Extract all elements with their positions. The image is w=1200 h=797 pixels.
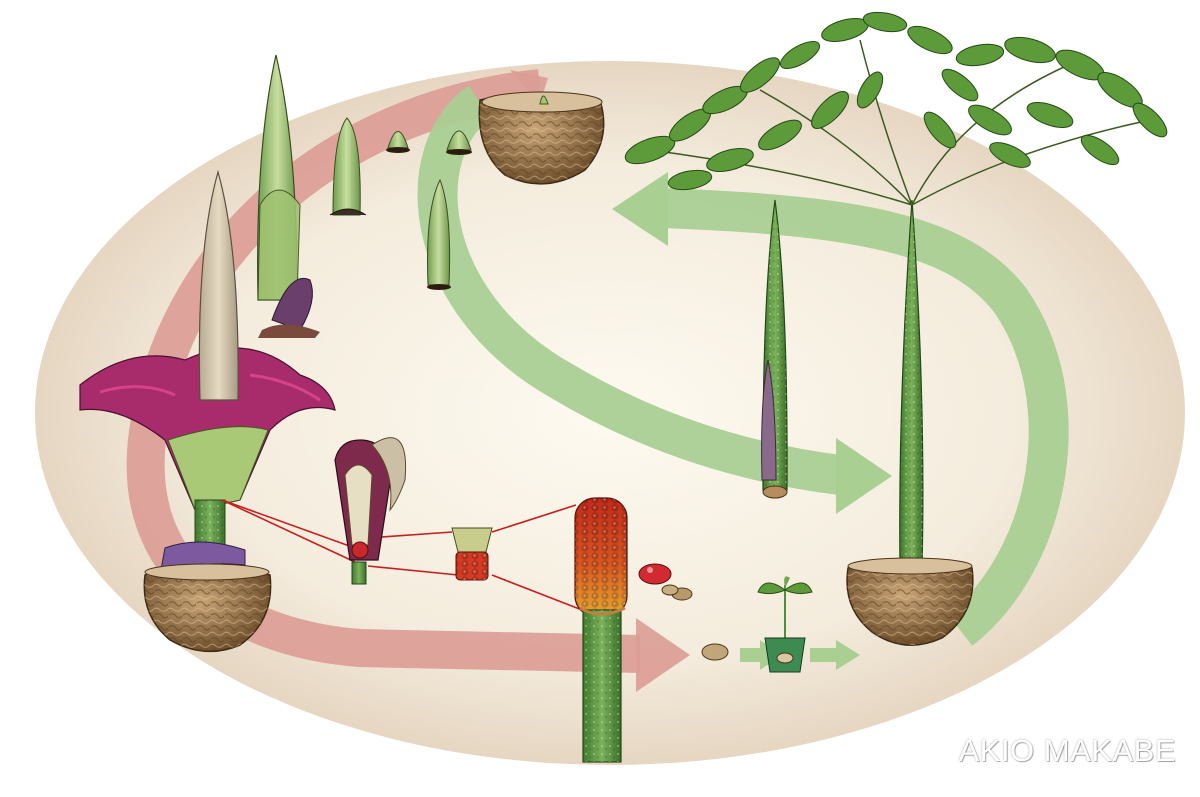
corm-icon [846, 557, 974, 646]
flowering-cycle-arrowhead [636, 618, 690, 692]
fruit-cluster-icon [574, 497, 628, 763]
corm-icon [143, 563, 272, 653]
seed-icon [701, 643, 729, 661]
bud-icon [329, 117, 367, 216]
umbrella-leaf-icon [624, 11, 1168, 571]
artist-signature: AKIO MAKABE [958, 733, 1176, 768]
corm-with-bud-icon [478, 91, 605, 185]
cutaway-spathe-icon [334, 437, 407, 585]
vegetative-cycle-arrow [417, 85, 843, 495]
return-cycle-arrowhead [612, 172, 668, 246]
seed-icon [661, 584, 693, 601]
leaf-shoot-icon [761, 199, 788, 499]
return-cycle-arrow [659, 188, 1069, 646]
bud-icon [427, 178, 451, 290]
seedling-in-pot-icon [757, 576, 813, 673]
bud-icon [446, 130, 472, 155]
detail-connector-lines [221, 499, 583, 611]
inflorescence-bud-icon [257, 54, 320, 338]
female-flowers-icon [451, 527, 493, 581]
titan-arum-flower-icon [79, 169, 336, 576]
seed-stage-arrows [740, 640, 860, 670]
vegetative-cycle-arrowhead [836, 438, 892, 514]
bud-icon [386, 131, 410, 153]
fruit-icon [638, 563, 672, 585]
